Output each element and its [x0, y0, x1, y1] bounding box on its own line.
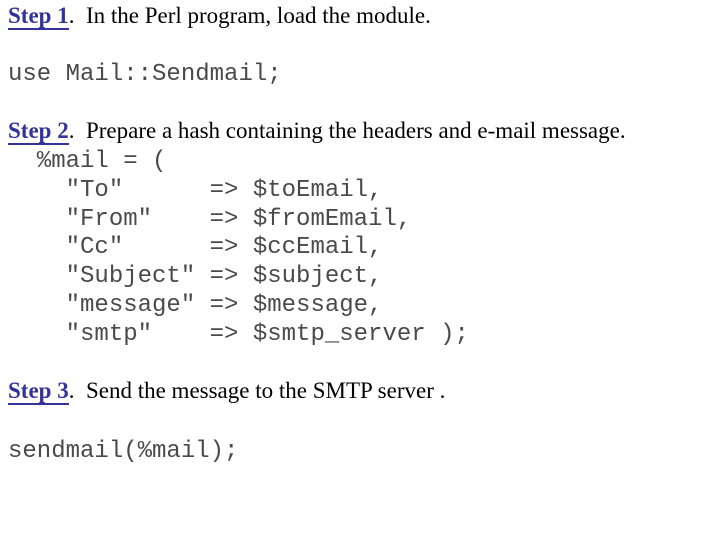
step-3-label: Step 3 — [8, 378, 69, 405]
code-use-statement: use Mail::Sendmail; — [8, 61, 282, 88]
code-send-statement: sendmail(%mail); — [8, 438, 239, 465]
step-3-heading: Step 3. Send the message to the SMTP ser… — [8, 378, 446, 405]
step-3-text: . Send the message to the SMTP server . — [68, 378, 446, 403]
step-2-text: . Prepare a hash containing the headers … — [68, 118, 626, 143]
step-1-text: . In the Perl program, load the module. — [68, 3, 431, 28]
step-1-label: Step 1 — [8, 3, 69, 30]
step-1-heading: Step 1. In the Perl program, load the mo… — [8, 3, 431, 30]
code-hash-block: %mail = ( "To" => $toEmail, "From" => $f… — [36, 148, 469, 348]
step-2-label: Step 2 — [8, 118, 69, 145]
step-2-heading: Step 2. Prepare a hash containing the he… — [8, 118, 626, 145]
